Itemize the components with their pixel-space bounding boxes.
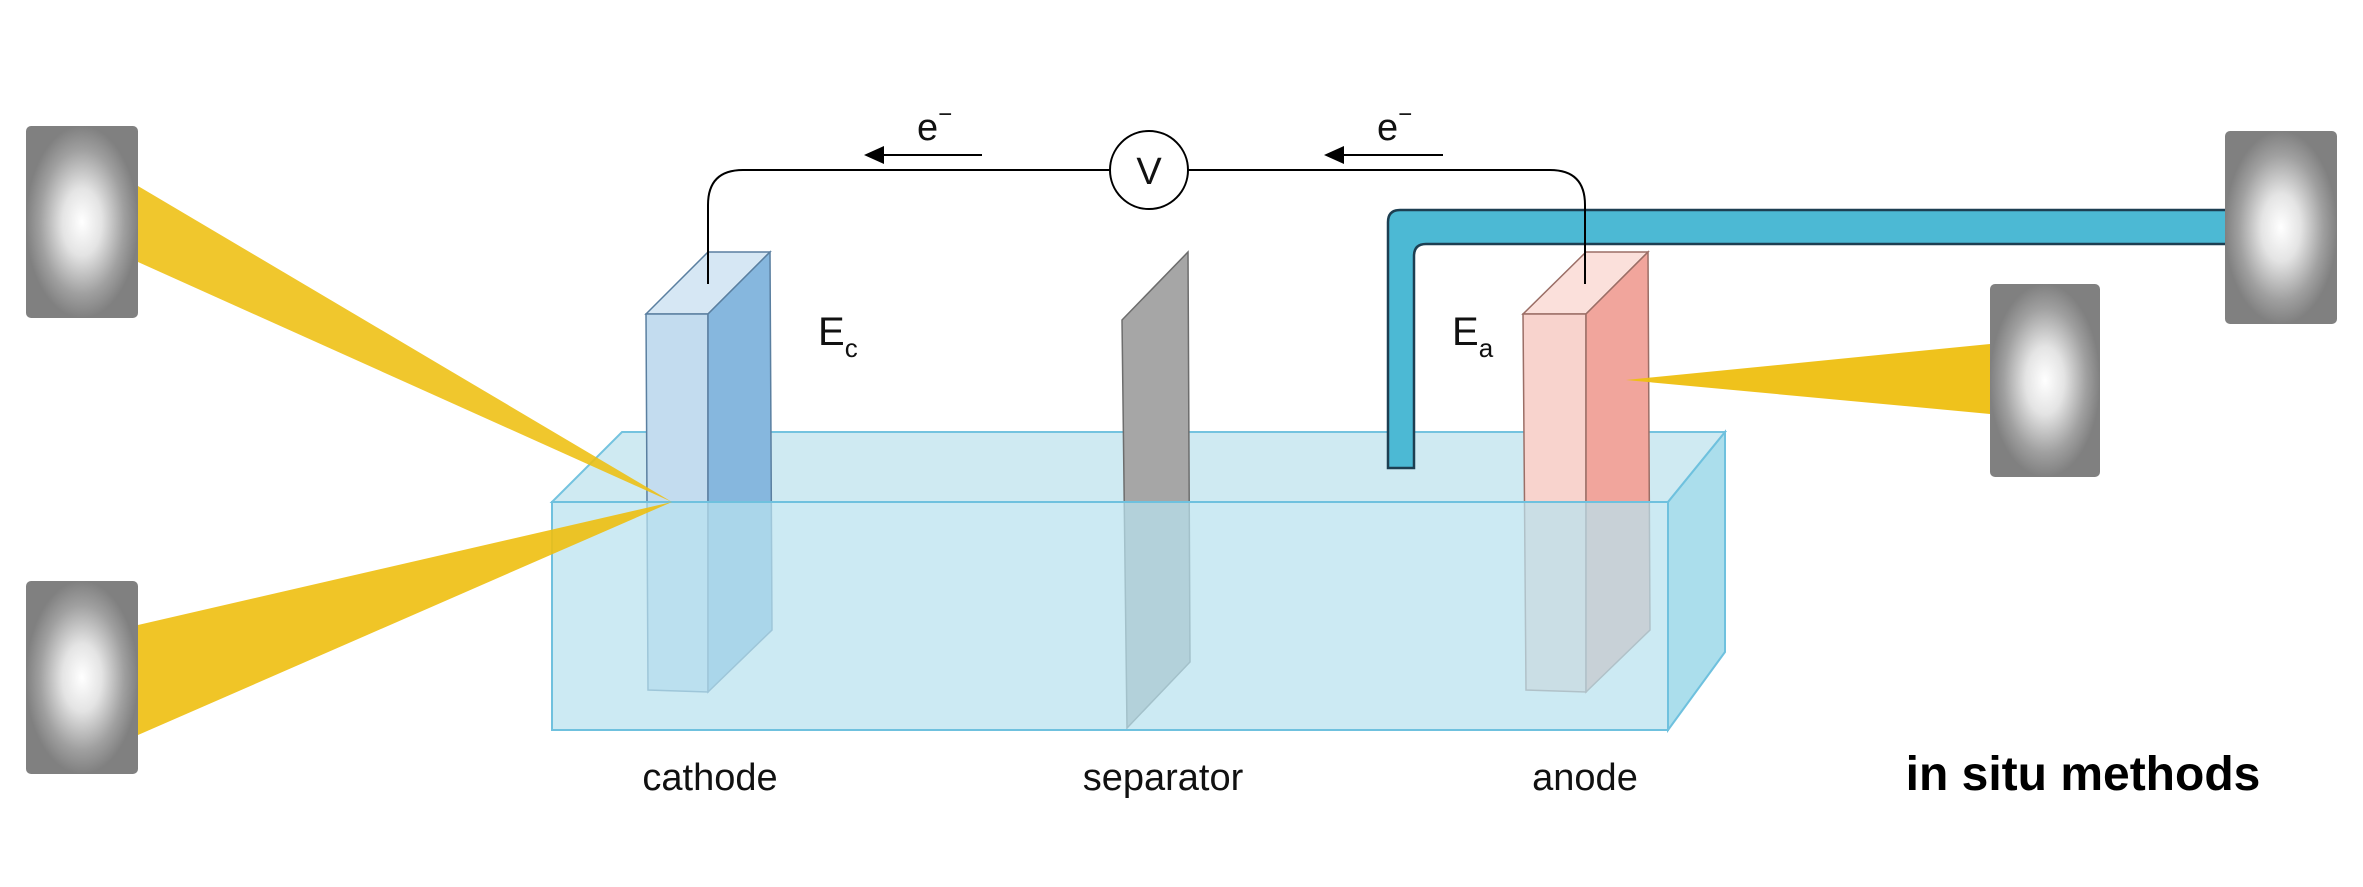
electrolyte-bath-front xyxy=(551,429,1726,734)
external-circuit: V e− e− xyxy=(707,101,1586,284)
radiation-source-icon xyxy=(2225,131,2337,324)
voltmeter-label: V xyxy=(1136,151,1162,193)
circuit-wire xyxy=(707,169,1586,284)
probe-tube xyxy=(1386,208,2234,470)
anode-label: anode xyxy=(1532,757,1638,799)
electron-label-left: e− xyxy=(917,101,952,149)
separator-label: separator xyxy=(1083,757,1244,799)
incident-beam-upper-left xyxy=(138,186,672,502)
beam-right xyxy=(1626,344,1990,414)
electron-label-right: e− xyxy=(1377,101,1412,149)
diffracted-beam-lower-left xyxy=(138,502,672,735)
arrow-left-icon xyxy=(864,146,982,164)
detector-icon xyxy=(26,581,138,774)
diagram-title: in situ methods xyxy=(1906,748,2261,801)
cathode-potential-label: Ec xyxy=(818,310,858,363)
cathode-label: cathode xyxy=(642,757,777,799)
anode-potential-label: Ea xyxy=(1452,310,1494,363)
arrow-left-icon xyxy=(1324,146,1443,164)
electrolyte-front-face xyxy=(551,501,1669,731)
beams xyxy=(138,186,1990,735)
detector-icon xyxy=(1990,284,2100,477)
voltmeter-icon: V xyxy=(1109,130,1189,210)
radiation-source-icon xyxy=(26,126,138,318)
